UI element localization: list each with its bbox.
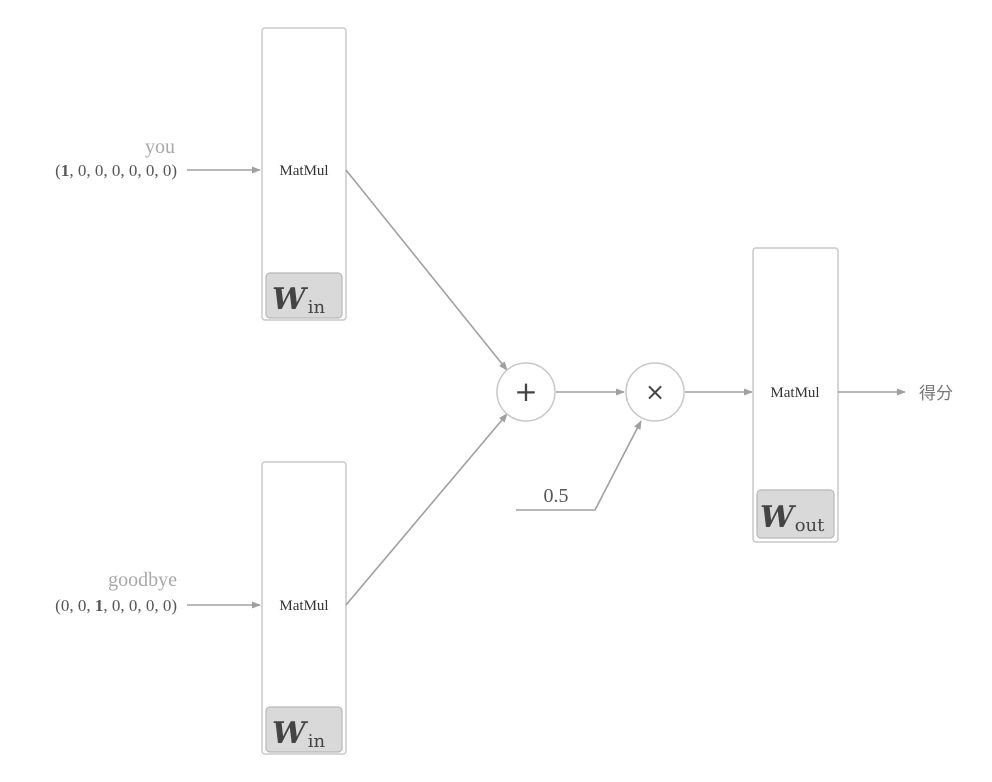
output-label: 得分 xyxy=(919,384,953,404)
matmul-label: MatMul xyxy=(279,163,328,179)
times-icon: × xyxy=(645,378,665,406)
weight-w-in-top xyxy=(265,272,343,319)
weight-w-out xyxy=(756,489,835,539)
edge-top-to-add xyxy=(345,169,508,371)
input-vector-you: (1, 0, 0, 0, 0, 0, 0) xyxy=(55,161,177,180)
matmul-layer-output: MatMul Wout xyxy=(752,247,839,543)
edge-constant-to-multiply xyxy=(516,420,642,511)
constant-label: 0.5 xyxy=(544,485,569,507)
input-word-you: you xyxy=(145,136,175,158)
weight-w-in-bottom xyxy=(265,706,343,753)
input-vector-goodbye: (0, 0, 1, 0, 0, 0, 0) xyxy=(55,596,177,615)
plus-icon: + xyxy=(514,375,537,408)
matmul-label: MatMul xyxy=(770,385,819,401)
weight-symbol: Wout xyxy=(760,500,825,536)
multiply-node: × xyxy=(625,362,685,422)
input-word-goodbye: goodbye xyxy=(108,569,177,591)
matmul-label: MatMul xyxy=(279,598,328,614)
add-node: + xyxy=(496,362,556,422)
edge-bottom-to-add xyxy=(345,413,508,606)
